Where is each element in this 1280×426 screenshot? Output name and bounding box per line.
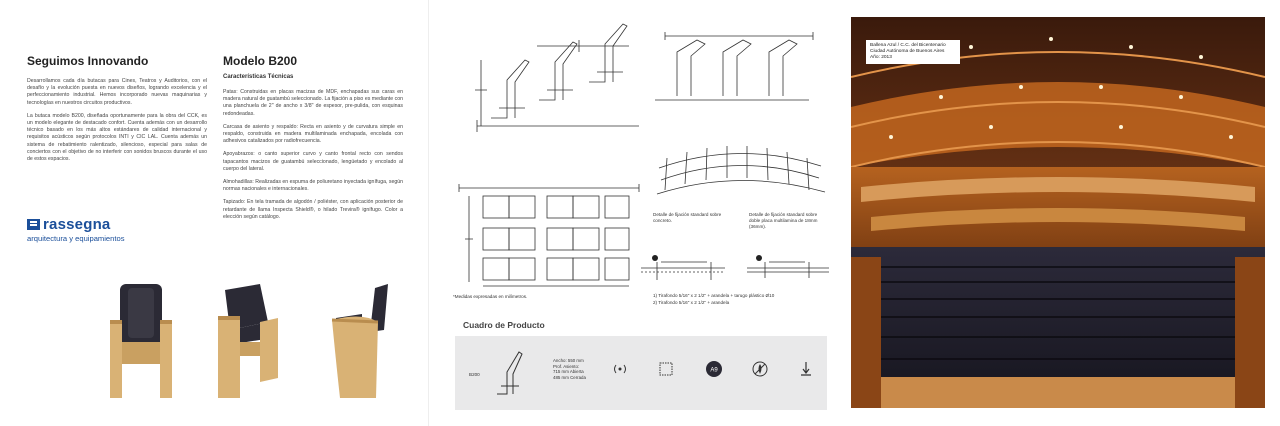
intro-column: Seguimos Innovando Desarrollamos cada dí… xyxy=(27,54,207,169)
front-elevation-drawings xyxy=(655,32,814,101)
detail-concrete-title: Detalle de fijación standard sobre concr… xyxy=(653,212,722,223)
brand-logo: rassegna arquitectura y equipamientos xyxy=(27,216,125,243)
technical-drawings xyxy=(458,23,829,287)
spec-tapizado: Tapizado: En tela tramada de algodón / p… xyxy=(223,199,403,220)
chair-angle-view xyxy=(218,284,278,398)
technical-panel: *Medidas expresadas en milímetros. Detal… xyxy=(428,0,848,426)
brand-name: rassegna xyxy=(43,216,111,233)
product-dimensions: Ancho: 550 mm Prof. Asiento: 715 mm Abie… xyxy=(553,358,586,380)
a9-badge-icon: A9 xyxy=(706,361,722,377)
intro-paragraph-2: La butaca modelo B200, diseñada oportuna… xyxy=(27,112,207,163)
brand-mark-icon xyxy=(27,219,40,230)
spec-patas: Patas: Construidas en placas macizas de … xyxy=(223,89,403,117)
fixing-note-1: 1) Tirafondo 5/16" x 2 1/2" + arandela +… xyxy=(653,293,775,298)
floor-fixing-icon xyxy=(801,362,811,376)
detail-plywood-title: Detalle de fijación standard sobre doble… xyxy=(749,212,818,229)
model-title: Modelo B200 xyxy=(223,54,298,68)
units-note: *Medidas expresadas en milímetros. xyxy=(453,294,528,299)
text-panel: Seguimos Innovando Desarrollamos cada dí… xyxy=(0,0,428,426)
model-code: B200 xyxy=(469,372,480,377)
intro-paragraph-1: Desarrollamos cada día butacas para Cine… xyxy=(27,78,207,106)
intro-title: Seguimos Innovando xyxy=(27,54,149,68)
photo-panel: Ballena Azul / C.C. del Bicentenario Ciu… xyxy=(848,0,1280,426)
product-table: B200 Ancho: 550 mm Prof. Asiento: 715 mm… xyxy=(455,336,827,410)
spec-carcasa: Carcasa de asiento y respaldo: Recta en … xyxy=(223,123,403,145)
spec-almohadillas: Almohadillas: Realizadas en espuma de po… xyxy=(223,179,403,193)
product-table-title: Cuadro de Producto xyxy=(463,320,545,330)
fire-retardant-icon xyxy=(752,361,768,377)
specs-column: Modelo B200 Características Técnicas Pat… xyxy=(223,54,403,227)
photo-caption: Ballena Azul / C.C. del Bicentenario Ciu… xyxy=(866,40,960,64)
seating-grid-plan xyxy=(458,184,640,287)
chair-photos xyxy=(110,284,388,398)
chair-front-view xyxy=(110,284,172,398)
fixing-note-2: 2) Tirafondo 5/16" x 2 1/2" + arandela xyxy=(653,300,730,305)
chair-profile-icon xyxy=(497,351,523,395)
specs-subtitle: Características Técnicas xyxy=(223,74,294,80)
chair-side-view xyxy=(331,284,388,398)
fixing-detail-drawings xyxy=(641,261,829,280)
svg-text:A9: A9 xyxy=(710,368,718,374)
acoustic-icon xyxy=(614,364,626,374)
auditorium-photo xyxy=(851,17,1265,408)
side-profile-drawings xyxy=(475,23,639,132)
curved-row-plan xyxy=(656,146,826,195)
spec-apoyabrazos: Apoyabrazos: o canto superior curvo y ca… xyxy=(223,151,403,172)
brand-tagline: arquitectura y equipamientos xyxy=(27,234,125,243)
fabric-icon xyxy=(659,362,673,376)
